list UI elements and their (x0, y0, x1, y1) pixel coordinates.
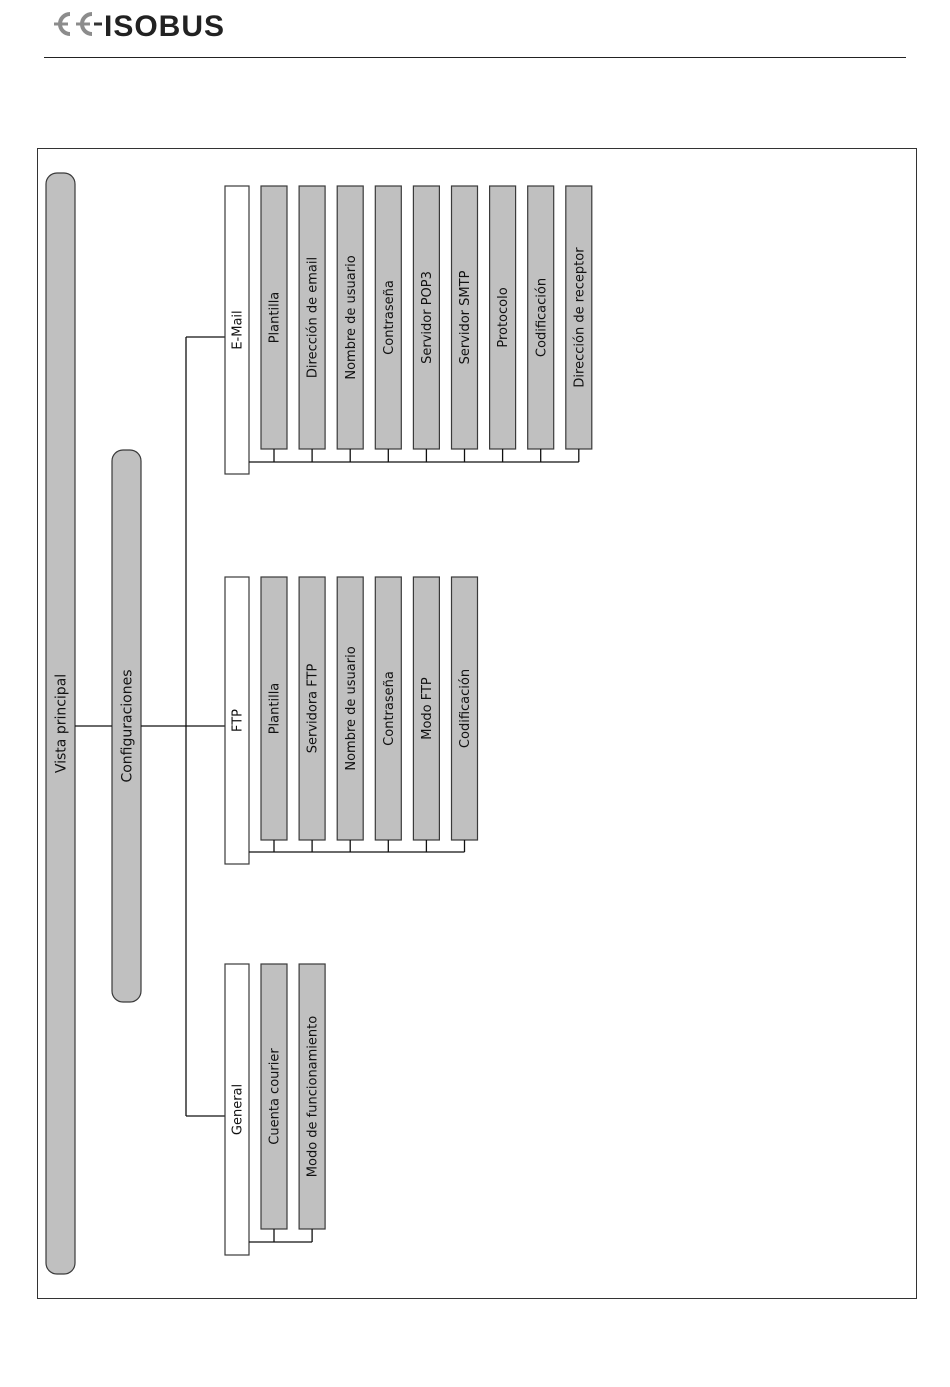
item-general-2 (298, 963, 326, 1230)
cc-isobus-logo: ISOBUS (54, 10, 225, 42)
group-email (224, 185, 250, 475)
item-email-4 (374, 185, 402, 450)
item-general-2-label: Modo de funcionamiento (306, 1016, 321, 1177)
item-ftp-4-label: Contraseña (382, 671, 397, 746)
item-email-3 (336, 185, 364, 450)
item-email-7 (489, 185, 517, 450)
item-email-1-label: Plantilla (268, 292, 283, 344)
item-email-9 (565, 185, 593, 450)
item-email-5-label: Servidor POP3 (420, 271, 435, 364)
svg-text:ISOBUS: ISOBUS (104, 10, 225, 42)
item-email-9-label: Dirección de receptor (572, 247, 587, 388)
item-email-4-label: Contraseña (382, 280, 397, 355)
group-ftp (224, 576, 250, 865)
item-ftp-6 (450, 576, 479, 841)
item-email-2 (298, 185, 326, 450)
header-divider (44, 57, 906, 58)
item-ftp-4 (374, 576, 402, 841)
item-general-1-label: Cuenta courier (268, 1048, 283, 1145)
item-ftp-5-label: Modo FTP (420, 677, 435, 740)
node-configuraciones-label: Configuraciones (119, 669, 135, 782)
item-email-5 (412, 185, 440, 450)
page-header: ISOBUS (0, 0, 950, 70)
item-email-6-label: Servidor SMTP (458, 270, 473, 364)
item-ftp-2-label: Servidora FTP (306, 664, 321, 754)
item-ftp-1-label: Plantilla (268, 683, 283, 735)
group-general (224, 963, 250, 1256)
root-node-vista-principal (45, 172, 76, 1275)
group-ftp-label: FTP (231, 709, 246, 732)
group-general-label: General (231, 1084, 246, 1135)
group-email-label: E-Mail (231, 310, 246, 349)
item-email-3-label: Nombre de usuario (344, 255, 359, 379)
item-ftp-5 (412, 576, 440, 841)
item-ftp-6-label: Codificación (458, 669, 473, 748)
item-email-1 (260, 185, 288, 450)
item-email-7-label: Protocolo (496, 287, 511, 347)
item-ftp-2 (298, 576, 326, 841)
item-email-2-label: Dirección de email (306, 257, 321, 378)
item-email-8-label: Codificación (534, 278, 549, 357)
root-node-vista-principal-label: Vista principal (53, 674, 69, 773)
item-email-6 (450, 185, 479, 450)
item-ftp-3-label: Nombre de usuario (344, 646, 359, 770)
